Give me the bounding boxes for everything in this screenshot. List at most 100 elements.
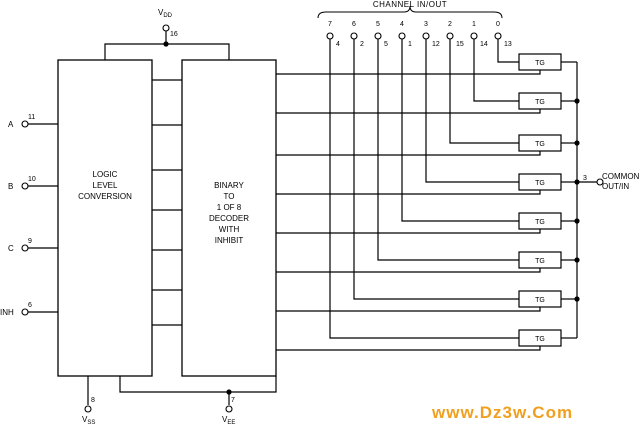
channel-number-3: 3 xyxy=(424,21,428,28)
input-label-c: C xyxy=(8,244,14,253)
vss-terminal xyxy=(84,405,92,413)
channel-wire-1 xyxy=(473,39,519,102)
channel-number-6: 6 xyxy=(352,21,356,28)
channel-pin-1: 14 xyxy=(480,41,488,48)
vee-pin: 7 xyxy=(231,397,235,404)
control-wire-7 xyxy=(276,346,541,351)
decoder-line-5: WITH xyxy=(219,225,240,234)
vss-pin: 8 xyxy=(91,397,95,404)
logic-block-label: LOGIC LEVEL CONVERSION xyxy=(78,170,132,201)
channel-wire-5 xyxy=(377,39,519,261)
transmission-gate-1 xyxy=(518,92,562,110)
channel-brace xyxy=(317,5,503,19)
input-terminal-b xyxy=(21,182,29,190)
input-terminal-inh xyxy=(21,308,29,316)
wiring xyxy=(28,31,600,405)
channel-number-1: 1 xyxy=(472,21,476,28)
input-terminal-c xyxy=(21,244,29,252)
logic-line-2: LEVEL xyxy=(93,181,118,190)
transmission-gate-4 xyxy=(518,212,562,230)
junction-dots xyxy=(21,24,604,413)
vdd-rail xyxy=(104,43,230,60)
vdd-terminal xyxy=(162,24,170,32)
bus-junction-0 xyxy=(574,98,580,104)
channel-wire-3 xyxy=(425,39,519,183)
channel-terminal-2 xyxy=(446,32,454,40)
gate-label-1: TG xyxy=(535,99,545,106)
channel-terminal-0 xyxy=(494,32,502,40)
decoder-line-2: TO xyxy=(224,192,235,201)
control-wire-0 xyxy=(276,70,541,75)
input-label-a: A xyxy=(8,120,14,129)
transmission-gate-0 xyxy=(518,53,562,71)
vee-terminal xyxy=(225,405,233,413)
channel-wire-0 xyxy=(497,39,519,63)
transmission-gate-7 xyxy=(518,329,562,347)
decoder-line-1: BINARY xyxy=(214,181,244,190)
control-wire-6 xyxy=(276,307,541,312)
gate-label-7: TG xyxy=(535,336,545,343)
channel-pin-3: 12 xyxy=(432,41,440,48)
gate-label-3: TG xyxy=(535,180,545,187)
channel-wire-2 xyxy=(449,39,519,144)
channel-wire-4 xyxy=(401,39,519,222)
decoder-block-label: BINARY TO 1 OF 8 DECODER WITH INHIBIT xyxy=(209,181,249,245)
gate-label-5: TG xyxy=(535,258,545,265)
channel-terminal-4 xyxy=(398,32,406,40)
control-wire-4 xyxy=(276,229,541,234)
channel-pin-2: 15 xyxy=(456,41,464,48)
transmission-gate-2 xyxy=(518,134,562,152)
common-label-line-1: COMMON xyxy=(602,172,640,181)
bus-junction-4 xyxy=(574,257,580,263)
channel-pin-0: 13 xyxy=(504,41,512,48)
channel-terminal-1 xyxy=(470,32,478,40)
channel-number-2: 2 xyxy=(448,21,452,28)
control-wire-2 xyxy=(276,151,541,156)
vdd-label: VDD xyxy=(158,8,173,19)
input-pin-c: 9 xyxy=(28,238,32,245)
channel-terminal-3 xyxy=(422,32,430,40)
channel-terminal-5 xyxy=(374,32,382,40)
channel-pin-6: 2 xyxy=(360,41,364,48)
channel-terminal-6 xyxy=(350,32,358,40)
gate-label-0: TG xyxy=(535,60,545,67)
channel-terminal-7 xyxy=(326,32,334,40)
common-label-line-2: OUT/IN xyxy=(602,182,629,191)
vss-label: VSS xyxy=(82,415,95,426)
transmission-gate-5 xyxy=(518,251,562,269)
channel-pin-4: 1 xyxy=(408,41,412,48)
transmission-gate-3 xyxy=(518,173,562,191)
vee-label: VEE xyxy=(222,415,235,426)
decoder-line-3: 1 OF 8 xyxy=(217,203,242,212)
input-label-inh: INH xyxy=(0,308,14,317)
common-terminal xyxy=(596,178,604,186)
input-labels: A 11 B 10 C 9 INH 6 xyxy=(0,114,36,317)
channel-pin-7: 4 xyxy=(336,41,340,48)
channel-pin-5: 5 xyxy=(384,41,388,48)
vdd-pin: 16 xyxy=(170,31,178,38)
gate-label-2: TG xyxy=(535,141,545,148)
bus-junction-1 xyxy=(574,140,580,146)
channel-header: CHANNEL IN/OUT xyxy=(373,0,447,9)
vdd-junction xyxy=(163,41,169,47)
control-wire-3 xyxy=(276,190,541,195)
channel-wire-7 xyxy=(329,39,519,339)
decoder-line-6: INHIBIT xyxy=(215,236,244,245)
channel-wire-6 xyxy=(353,39,519,300)
common-pin: 3 xyxy=(583,175,587,182)
gate-label-6: TG xyxy=(535,297,545,304)
transmission-gate-6 xyxy=(518,290,562,308)
logic-line-3: CONVERSION xyxy=(78,192,132,201)
bus-junction-5 xyxy=(574,296,580,302)
channel-number-7: 7 xyxy=(328,21,332,28)
input-terminal-a xyxy=(21,120,29,128)
channel-number-4: 4 xyxy=(400,21,404,28)
decoder-block xyxy=(181,59,277,377)
input-pin-a: 11 xyxy=(28,114,35,121)
watermark: www.Dz3w.Com xyxy=(431,403,573,422)
channel-number-0: 0 xyxy=(496,21,500,28)
control-wire-5 xyxy=(276,268,541,273)
